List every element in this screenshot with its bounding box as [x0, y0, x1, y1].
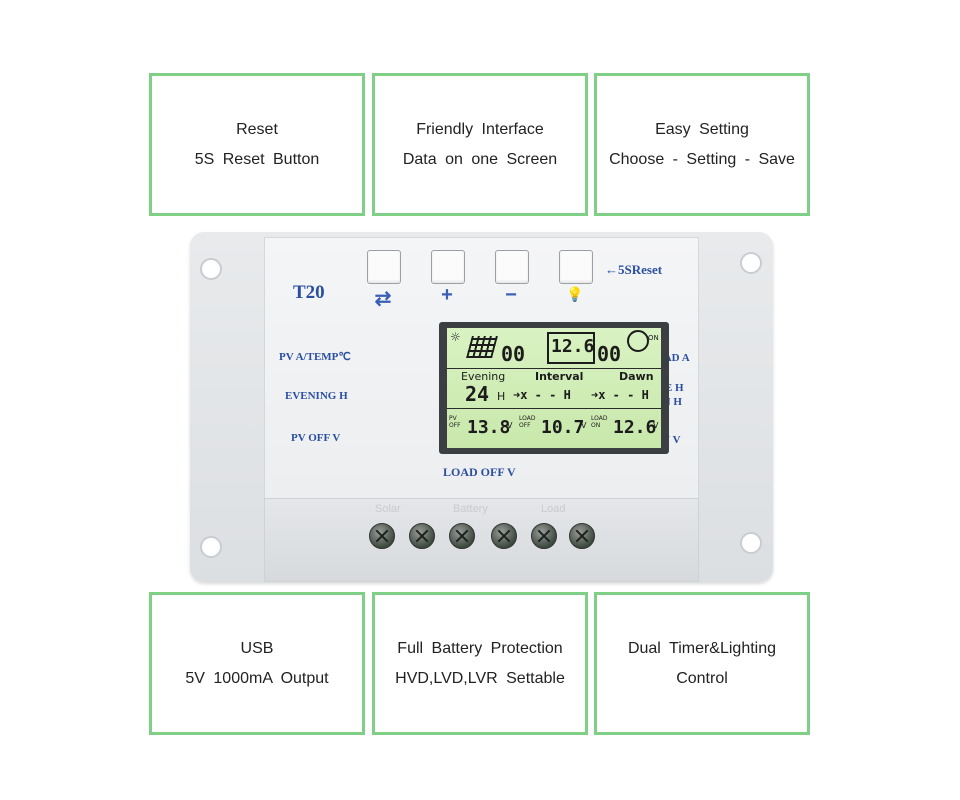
feature-title: Easy Setting [655, 120, 749, 138]
mounting-hole-right-bottom [740, 532, 762, 554]
feature-box-reset: Reset 5S Reset Button [149, 73, 365, 216]
terminal-label-load: Load [541, 503, 566, 515]
feature-desc: 5S Reset Button [194, 150, 320, 168]
lcd-row-voltages: PV OFF 13.8 V LOAD OFF 10.7 V LOAD ON 12… [447, 409, 661, 448]
feature-desc: HVD,LVD,LVR Settable [395, 669, 565, 687]
feature-box-usb: USB 5V 1000mA Output [149, 592, 365, 735]
solar-panel-icon [466, 336, 498, 358]
plus-icon: + [441, 284, 453, 306]
terminal-block: Solar Battery Load [264, 498, 699, 582]
load-on-value: 12.6 [613, 417, 657, 438]
minus-icon: − [505, 284, 517, 306]
minus-button[interactable] [495, 250, 529, 284]
interval-label: Interval [535, 370, 584, 383]
feature-title: Full Battery Protection [397, 639, 563, 657]
pv-current-value: 00 [501, 342, 526, 366]
light-reset-button[interactable] [559, 250, 593, 284]
feature-desc: Data on one Screen [402, 150, 558, 168]
feature-box-timer: Dual Timer&Lighting Control [594, 592, 810, 735]
evening-label: Evening [461, 370, 506, 383]
switch-icon: ⇄ [374, 288, 392, 310]
evening-value: 24 [465, 382, 490, 406]
terminal-screw[interactable] [569, 523, 595, 549]
label-load-off: LOAD OFF V [443, 465, 516, 479]
load-off-value: 10.7 [541, 417, 585, 438]
pv-off-label: PV OFF [449, 415, 461, 429]
label-evening: EVENING H [285, 390, 348, 402]
lcd-display: ☼ 00 12.6 00 ON Evening Interval Dawn 24… [439, 322, 669, 454]
lcd-row-timer: Evening Interval Dawn 24 H ➜x - - H ➜x -… [447, 368, 661, 409]
switch-button[interactable] [367, 250, 401, 284]
label-pv-temp: PV A/TEMP℃ [279, 351, 351, 363]
feature-title: USB [240, 639, 274, 657]
terminal-screw[interactable] [369, 523, 395, 549]
feature-box-interface: Friendly Interface Data on one Screen [372, 73, 588, 216]
feature-title: Dual Timer&Lighting [627, 639, 777, 657]
feature-box-protection: Full Battery Protection HVD,LVD,LVR Sett… [372, 592, 588, 735]
feature-box-setting: Easy Setting Choose - Setting - Save [594, 73, 810, 216]
feature-title: Friendly Interface [416, 120, 544, 138]
feature-title: Reset [236, 120, 278, 138]
mounting-hole-left [200, 258, 222, 280]
terminal-label-battery: Battery [453, 503, 488, 515]
front-panel: T20 ⇄ + − 💡 ←5SReset PV A/TEMP℃ EVENING … [264, 237, 699, 501]
terminal-screw[interactable] [409, 523, 435, 549]
terminal-screw[interactable] [531, 523, 557, 549]
mounting-hole-left-bottom [200, 536, 222, 558]
label-pv-off: PV OFF V [291, 432, 341, 444]
mounting-hole-right [740, 252, 762, 274]
on-indicator: ON [648, 334, 659, 342]
load-on-label: LOAD ON [591, 415, 608, 429]
plus-button[interactable] [431, 250, 465, 284]
lcd-row-status: ☼ 00 12.6 00 ON [447, 328, 661, 369]
model-label: T20 [293, 282, 325, 303]
dawn-label: Dawn [619, 370, 654, 383]
lcd-screen: ☼ 00 12.6 00 ON Evening Interval Dawn 24… [447, 328, 661, 448]
terminal-screw[interactable] [449, 523, 475, 549]
load-off-label: LOAD OFF [519, 415, 536, 429]
terminal-label-solar: Solar [375, 503, 401, 515]
load-off-unit: V [581, 421, 587, 430]
sun-icon: ☼ [450, 330, 461, 344]
load-on-unit: V [653, 421, 659, 430]
interval-value: ➜x - - H [513, 388, 571, 402]
pv-off-value: 13.8 [467, 417, 511, 438]
evening-unit: H [497, 390, 506, 403]
terminal-screw[interactable] [491, 523, 517, 549]
solar-charge-controller: T20 ⇄ + − 💡 ←5SReset PV A/TEMP℃ EVENING … [190, 232, 773, 582]
pv-off-unit: V [507, 421, 513, 430]
reset-label: ←5SReset [605, 262, 663, 277]
battery-icon [547, 332, 595, 364]
load-current-value: 00 [597, 342, 622, 366]
feature-desc: 5V 1000mA Output [185, 669, 329, 687]
feature-desc: Control [676, 669, 728, 687]
feature-desc: Choose - Setting - Save [609, 150, 795, 168]
battery-voltage-value: 12.6 [551, 336, 595, 357]
bulb-icon: 💡 [566, 286, 584, 302]
bulb-lcd-icon [627, 330, 649, 352]
dawn-value: ➜x - - H [591, 388, 649, 402]
